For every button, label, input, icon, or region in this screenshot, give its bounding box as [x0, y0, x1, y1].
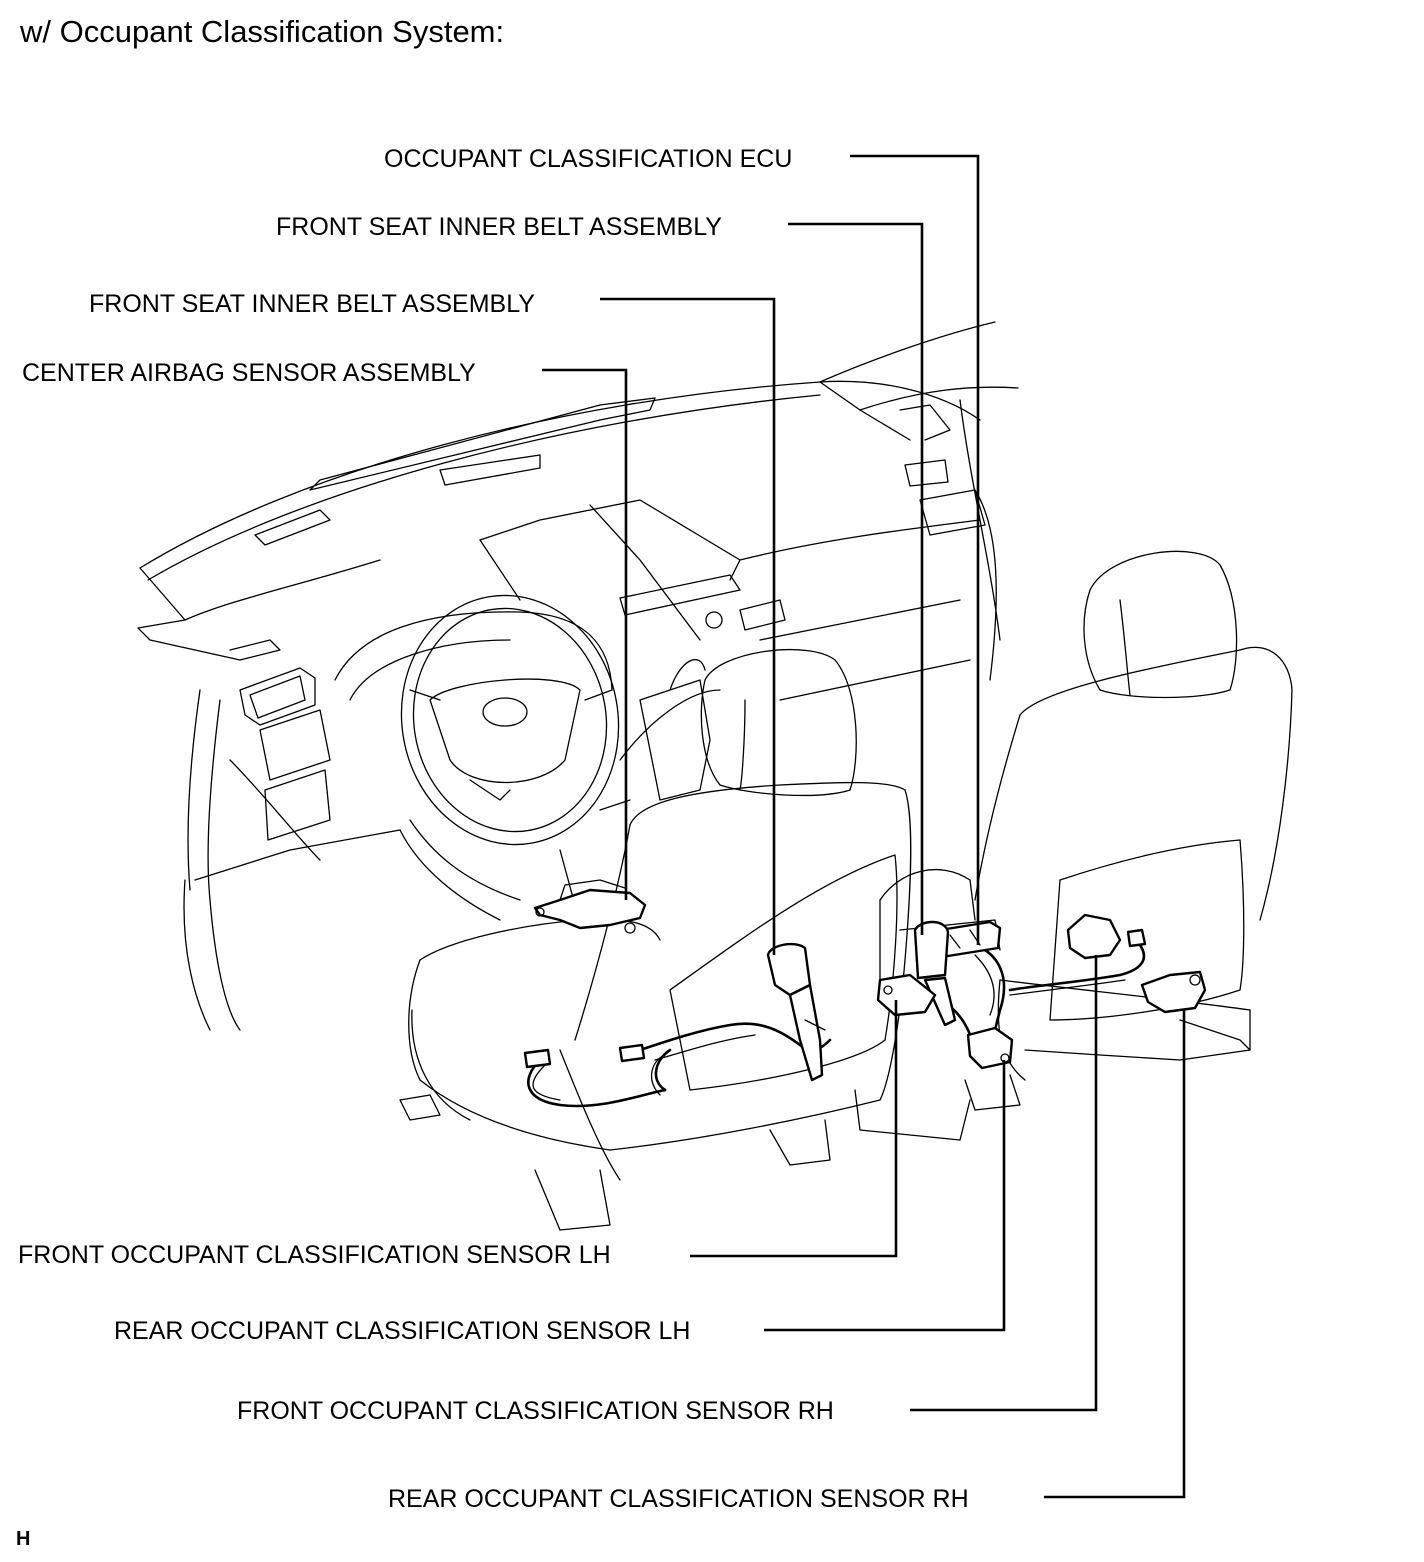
left-front-seat-drawing — [399, 649, 971, 1231]
rear-occupant-sensor-lh-part — [966, 1026, 1014, 1070]
callout-leader-lines — [542, 154, 1186, 1499]
rear-occupant-sensor-rh-part — [1140, 970, 1207, 1014]
front-occupant-sensor-lh-part — [876, 973, 937, 1017]
label-front-seat-inner-belt-assembly-lower: FRONT SEAT INNER BELT ASSEMBLY — [89, 290, 535, 318]
center-airbag-sensor-part — [533, 879, 647, 934]
label-front-occupant-classification-sensor-rh: FRONT OCCUPANT CLASSIFICATION SENSOR RH — [237, 1397, 834, 1425]
label-rear-occupant-classification-sensor-rh: REAR OCCUPANT CLASSIFICATION SENSOR RH — [388, 1485, 969, 1513]
diagram-title: w/ Occupant Classification System: — [20, 14, 505, 49]
front-occupant-sensor-rh-part — [1066, 913, 1147, 960]
label-front-seat-inner-belt-assembly-upper: FRONT SEAT INNER BELT ASSEMBLY — [276, 213, 722, 241]
label-front-occupant-classification-sensor-lh: FRONT OCCUPANT CLASSIFICATION SENSOR LH — [18, 1241, 611, 1269]
front-seat-inner-belt-left-part — [766, 942, 826, 1082]
label-center-airbag-sensor-assembly: CENTER AIRBAG SENSOR ASSEMBLY — [22, 359, 476, 387]
right-front-seat-drawing — [964, 550, 1293, 1111]
connectors-drawing — [523, 1043, 646, 1069]
instrument-panel-drawing — [137, 321, 1019, 1031]
figure-code: H — [16, 1528, 31, 1550]
label-occupant-classification-ecu: OCCUPANT CLASSIFICATION ECU — [384, 145, 793, 173]
label-rear-occupant-classification-sensor-lh: REAR OCCUPANT CLASSIFICATION SENSOR LH — [114, 1317, 691, 1345]
front-seat-inner-belt-right-part — [913, 920, 957, 1027]
wiring-harness-drawing — [527, 943, 1146, 1108]
